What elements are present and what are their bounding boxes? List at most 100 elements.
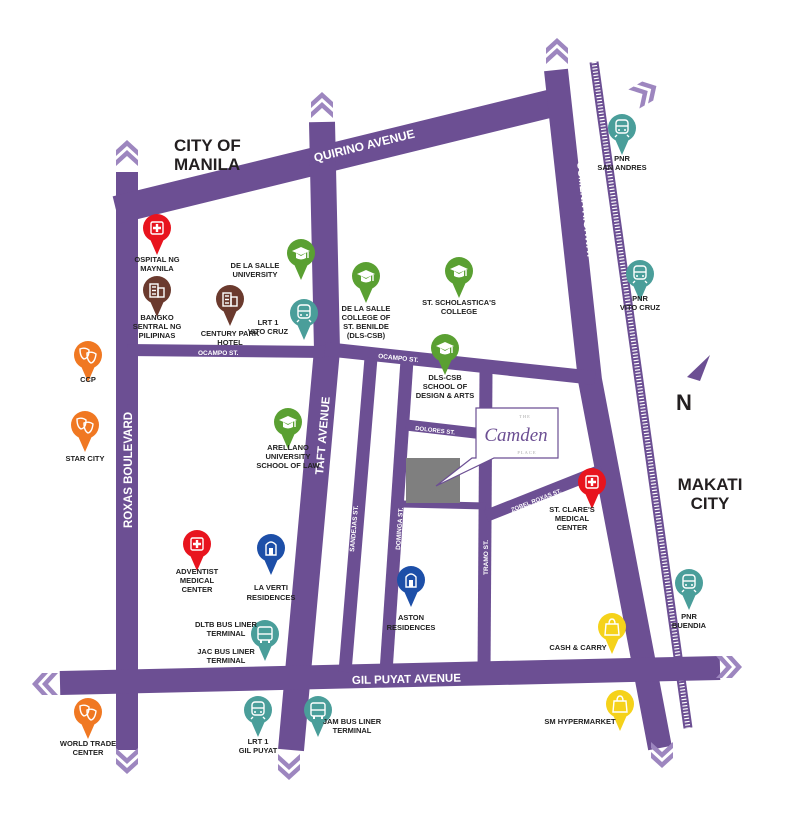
north-arrow-icon [687,355,710,381]
theater-masks-icon [76,417,94,434]
city-makati-line1: MAKATI [678,475,743,494]
poi-label: CCP [80,375,96,384]
poi-label-line: MEDICAL [555,514,590,523]
pin-pointer [311,721,325,737]
double-chevron-arrow-icon [651,742,673,768]
road-dominga-link [402,500,487,510]
poi-label-line: LRT 1 [248,737,269,746]
pin-pointer [585,493,599,509]
poi-label-line: PNR [614,154,630,163]
north-label: N [676,390,692,415]
poi-pin[interactable]: CASH & CARRY [549,613,626,654]
double-chevron-arrow-icon [716,656,742,678]
poi-pin[interactable]: SM HYPERMARKET [544,690,634,731]
train-icon [614,119,630,138]
label-ocampo-east: OCAMPO ST. [378,353,419,364]
hospital-icon [150,221,164,235]
road-ocampo-west [126,344,326,358]
pin-pointer [258,645,272,661]
pin-pointer [223,310,237,326]
double-chevron-arrow-icon [278,754,300,780]
poi-label-line: TERMINAL [333,726,372,735]
theater-masks-icon [79,347,97,364]
railway [589,61,693,729]
building-icon [222,292,238,307]
pin-pointer [251,721,265,737]
camden-place-callout: THE Camden PLACE [435,407,559,487]
pin-marker [216,285,244,313]
pin-pointer [78,436,92,452]
double-chevron-arrow-icon [628,81,657,109]
city-makati-line2: CITY [691,494,730,513]
roads [59,68,721,752]
poi-label-line: TERMINAL [207,656,246,665]
poi-pin[interactable]: STAR CITY [65,411,105,463]
pin-pointer [605,638,619,654]
pin-marker [598,613,626,641]
label-gil-puyat: GIL PUYAT AVENUE [352,673,462,687]
road-sandejas [338,357,378,673]
poi-pin[interactable]: CCP [74,341,102,384]
pin-pointer [81,723,95,739]
poi-label-line: CENTER [73,748,104,757]
poi-label-line: DE LA SALLE [342,304,391,313]
poi-label: STAR CITY [65,454,104,463]
poi-label-line: VITO CRUZ [620,303,661,312]
road-dominga [379,359,414,673]
poi-label-line: ST. BENILDE [343,322,389,331]
poi-label-line: SENTRAL NG [133,322,182,331]
pin-marker [290,299,318,327]
label-ocampo-west: OCAMPO ST. [198,350,239,357]
hospital-icon [190,537,204,551]
pin-marker [143,276,171,304]
train-icon [296,304,312,323]
pin-pointer [359,287,373,303]
camden-site-block [406,458,460,503]
pin-pointer [190,555,204,571]
poi-label-line: VITO CRUZ [248,327,289,336]
poi-label-line: PILIPINAS [139,331,176,340]
poi-label: CASH & CARRY [549,643,606,652]
pin-pointer [150,239,164,255]
poi-label-line: COLLEGE OF [342,313,391,322]
poi-label-line: JAC BUS LINER [197,647,255,656]
pin-marker [606,690,634,718]
poi-label-line: GIL PUYAT [239,746,278,755]
poi-label-line: SCHOOL OF [423,382,468,391]
double-chevron-arrow-icon [116,748,138,774]
poi-label-line: TERMINAL [207,629,246,638]
poi-label-line: MAYNILA [140,264,174,273]
poi-label-line: SCHOOL OF LAW [256,461,320,470]
residence-icon [265,541,277,556]
poi-label-line: CENTURY PARK [201,329,260,338]
